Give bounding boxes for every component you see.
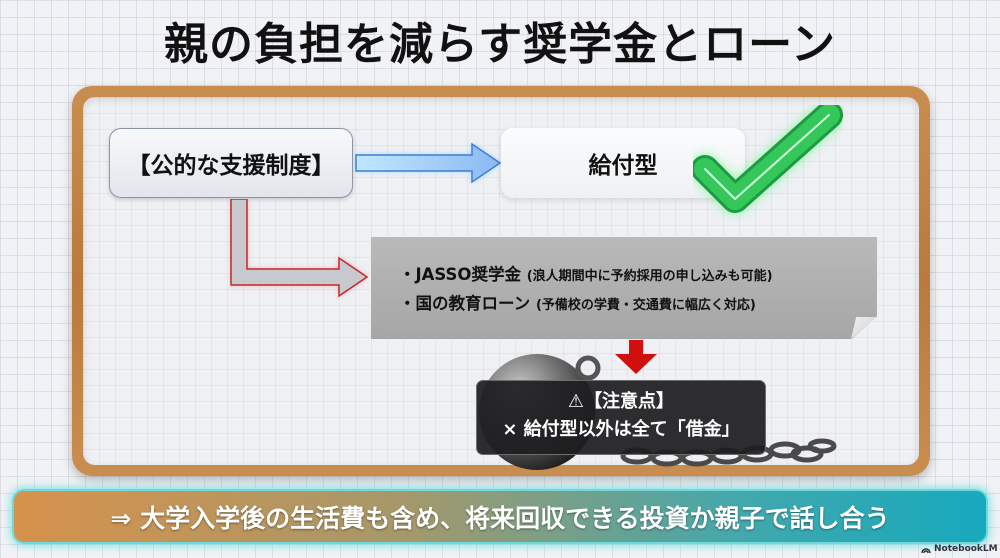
- warning-icon: ⚠: [567, 391, 585, 412]
- check-icon: [693, 105, 843, 214]
- conclusion-text: ⇒ 大学入学後の生活費も含め、将来回収できる投資か親子で話し合う: [110, 503, 890, 533]
- whiteboard: 【公的な支援制度】 給付型: [83, 97, 919, 470]
- red-arrow-icon: [230, 199, 369, 298]
- grant-type-label: 給付型: [588, 153, 658, 179]
- caution-box: ⚠【注意点】 × 給付型以外は全て「借金」: [476, 380, 766, 455]
- loan-item: ・国の教育ローン (予備校の学費・交通費に幅広く対応): [399, 294, 756, 313]
- page-title: 親の負担を減らす奨学金とローン: [164, 19, 836, 70]
- notebooklm-logo-icon: [921, 548, 931, 553]
- caution-text: × 給付型以外は全て「借金」: [502, 419, 740, 440]
- loan-item: ・JASSO奨学金 (浪人期間中に予約採用の申し込みも可能): [399, 265, 773, 284]
- public-support-box: 【公的な支援制度】: [109, 128, 353, 198]
- blue-arrow-icon: [355, 142, 502, 184]
- notebooklm-watermark: NotebookLM: [921, 542, 998, 556]
- public-support-label: 【公的な支援制度】: [127, 153, 335, 179]
- conclusion-banner: ⇒ 大学入学後の生活費も含め、将来回収できる投資か親子で話し合う: [12, 489, 988, 544]
- whiteboard-frame: 【公的な支援制度】 給付型: [72, 86, 930, 476]
- down-arrow-icon: [615, 340, 657, 374]
- caution-title: ⚠【注意点】: [567, 391, 675, 412]
- loan-options-note: ・JASSO奨学金 (浪人期間中に予約採用の申し込みも可能) ・国の教育ローン …: [371, 237, 877, 339]
